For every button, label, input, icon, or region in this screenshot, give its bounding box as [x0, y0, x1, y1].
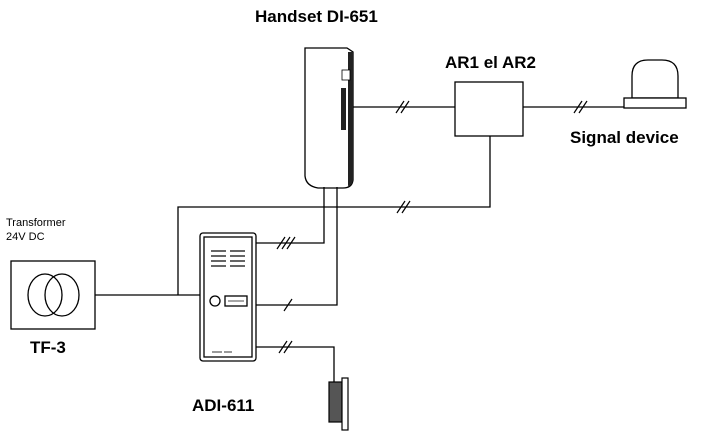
- door-panel-device: [199, 232, 257, 362]
- call-button: [209, 295, 221, 307]
- relay-label: AR1 el AR2: [445, 53, 536, 72]
- transformer-label: Transformer: [6, 217, 66, 229]
- signal-device-label: Signal device: [570, 128, 679, 147]
- handset-grip: [341, 88, 346, 130]
- electric-lock-icon: [328, 377, 349, 431]
- handset-label: Handset DI-651: [255, 7, 378, 26]
- handset-side-panel: [348, 52, 353, 186]
- transformer-voltage-label: 24V DC: [6, 231, 45, 243]
- transformer-icon: [10, 260, 96, 330]
- door-panel-label: ADI-611: [192, 396, 254, 415]
- relay-box: [454, 81, 524, 137]
- handset-button: [341, 69, 351, 81]
- wire-count-marks: [276, 100, 588, 354]
- transformer-model-label: TF-3: [30, 338, 66, 357]
- handset-device: [304, 47, 354, 189]
- speaker-grille: [211, 250, 245, 267]
- signal-device-icon: [623, 59, 687, 109]
- wiring-lines: [95, 106, 624, 382]
